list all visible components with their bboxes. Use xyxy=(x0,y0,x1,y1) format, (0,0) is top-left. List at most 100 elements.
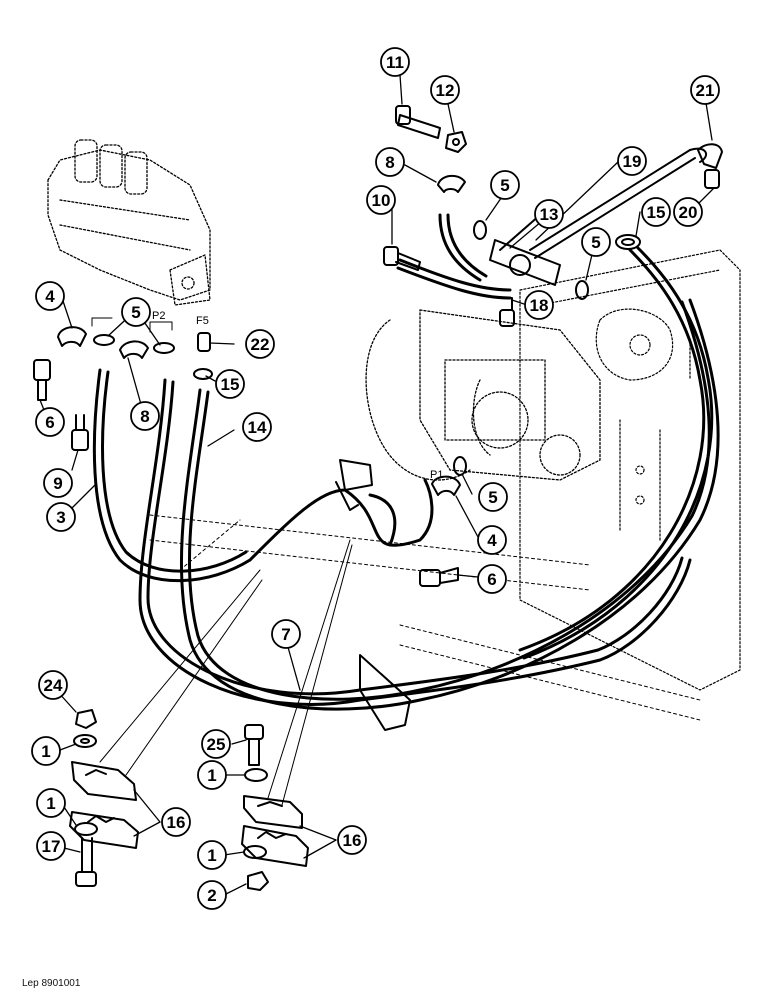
port-bracket-p2 xyxy=(91,317,173,333)
callout-leaders xyxy=(39,74,715,896)
callout-9: 9 xyxy=(43,468,73,498)
control-valve-block xyxy=(47,139,211,306)
svg-text:1: 1 xyxy=(41,742,50,761)
callout-10: 10 xyxy=(366,185,396,215)
nut-2 xyxy=(247,871,269,891)
hose-long-lower xyxy=(138,378,692,706)
callout-21: 21 xyxy=(690,75,720,105)
callout-5-top-left: 5 xyxy=(490,170,520,200)
svg-text:16: 16 xyxy=(167,813,186,832)
callout-2: 2 xyxy=(197,880,227,910)
callouts: 11 12 21 8 19 5 13 10 15 20 5 18 4 5 22 … xyxy=(31,47,720,910)
svg-text:17: 17 xyxy=(42,837,61,856)
callout-11: 11 xyxy=(380,47,410,77)
callout-1-c: 1 xyxy=(197,760,227,790)
callout-13: 13 xyxy=(534,199,564,229)
document-reference: Lep 8901001 xyxy=(22,978,81,989)
washer-1c xyxy=(244,768,268,782)
callout-6-left: 6 xyxy=(35,407,65,437)
bolt-6-pump xyxy=(419,567,459,587)
callout-5-pump: 5 xyxy=(478,482,508,512)
svg-text:7: 7 xyxy=(281,625,290,644)
svg-text:19: 19 xyxy=(623,152,642,171)
svg-text:15: 15 xyxy=(221,375,240,394)
callout-25: 25 xyxy=(201,729,231,759)
svg-text:1: 1 xyxy=(207,766,216,785)
svg-text:12: 12 xyxy=(436,81,455,100)
hose-clamp-frame xyxy=(335,459,373,511)
svg-text:8: 8 xyxy=(385,153,394,172)
svg-text:4: 4 xyxy=(45,287,55,306)
callout-8-top: 8 xyxy=(375,147,405,177)
bolt-25 xyxy=(244,724,264,766)
callout-16-left: 16 xyxy=(161,807,191,837)
bolt-11 xyxy=(395,105,441,139)
callout-14: 14 xyxy=(242,412,272,442)
callout-5-top-right: 5 xyxy=(581,227,611,257)
pump-assembly xyxy=(365,309,601,481)
flange-8-left xyxy=(119,340,149,359)
clamp-16-upper-left xyxy=(71,761,137,801)
hose-clamp-lower xyxy=(359,654,411,731)
port-label-p2: P2 xyxy=(152,310,165,322)
port-label-p1: P1 xyxy=(430,469,443,481)
hose-7 xyxy=(248,478,434,562)
clamp-15-top xyxy=(615,234,641,250)
callout-15-left: 15 xyxy=(215,369,245,399)
callout-20: 20 xyxy=(673,197,703,227)
svg-text:5: 5 xyxy=(500,176,509,195)
svg-text:15: 15 xyxy=(647,203,666,222)
elbow-21 xyxy=(697,143,723,169)
svg-text:16: 16 xyxy=(343,831,362,850)
hose-3 xyxy=(92,368,252,583)
svg-text:21: 21 xyxy=(696,81,715,100)
bolt-6-left xyxy=(33,359,51,401)
flange-13 xyxy=(489,214,561,286)
callout-1-a: 1 xyxy=(31,736,61,766)
oring-5-pump xyxy=(453,456,467,476)
oring-5-top xyxy=(473,220,589,300)
callout-3: 3 xyxy=(46,502,76,532)
callout-16-center: 16 xyxy=(337,825,367,855)
callout-8-left: 8 xyxy=(130,401,160,431)
svg-text:24: 24 xyxy=(44,676,63,695)
svg-text:14: 14 xyxy=(248,418,267,437)
svg-text:1: 1 xyxy=(46,794,55,813)
clamp-16-lower-left xyxy=(69,811,139,849)
callout-4-left: 4 xyxy=(35,281,65,311)
bolt-17 xyxy=(75,837,97,887)
svg-text:10: 10 xyxy=(372,191,391,210)
fitting-18 xyxy=(499,297,515,327)
svg-text:18: 18 xyxy=(530,296,549,315)
bolt-10 xyxy=(383,246,421,271)
callout-12: 12 xyxy=(430,75,460,105)
svg-text:8: 8 xyxy=(140,407,149,426)
adapter-20 xyxy=(704,169,720,189)
svg-text:3: 3 xyxy=(56,508,65,527)
hose-14 xyxy=(179,298,720,711)
callout-6-pump: 6 xyxy=(477,564,507,594)
bolt-9 xyxy=(71,414,89,451)
callout-17: 17 xyxy=(36,831,66,861)
callout-7: 7 xyxy=(271,619,301,649)
oring-5-left xyxy=(93,334,175,354)
hose-drop xyxy=(438,213,488,282)
callout-15-top: 15 xyxy=(641,197,671,227)
callout-22: 22 xyxy=(245,329,275,359)
svg-text:20: 20 xyxy=(679,203,698,222)
fitting-22 xyxy=(197,332,211,352)
nut-24 xyxy=(75,709,97,729)
callout-24: 24 xyxy=(38,670,68,700)
flange-4-left xyxy=(57,326,87,347)
svg-text:25: 25 xyxy=(207,735,226,754)
hose-10 xyxy=(396,258,512,300)
callout-19: 19 xyxy=(617,146,647,176)
svg-text:4: 4 xyxy=(487,531,497,550)
svg-text:11: 11 xyxy=(386,53,404,72)
leader-hose-bundle xyxy=(99,539,353,806)
port-label-f5: F5 xyxy=(196,315,209,327)
svg-text:22: 22 xyxy=(251,335,270,354)
callout-5-left: 5 xyxy=(121,297,151,327)
clamp-16-lower-center xyxy=(241,825,309,867)
svg-text:9: 9 xyxy=(53,474,62,493)
